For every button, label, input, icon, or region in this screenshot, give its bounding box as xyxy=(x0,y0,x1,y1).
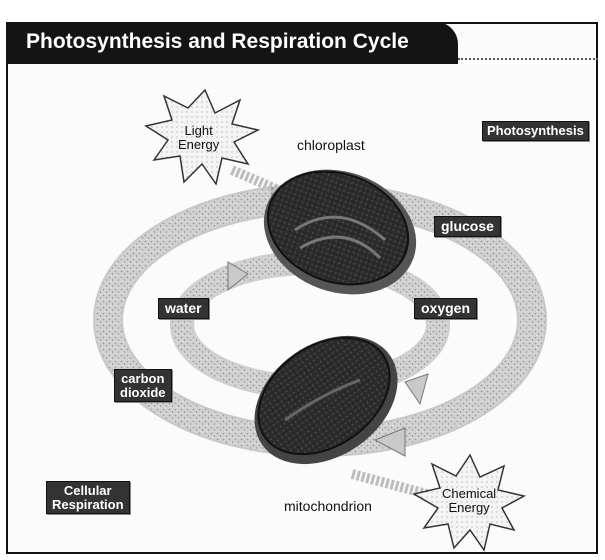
cellular-respiration-label: Cellular Respiration xyxy=(46,481,130,514)
carbon-dioxide-line-1: carbon xyxy=(120,372,166,386)
glucose-label: glucose xyxy=(434,216,501,237)
chloroplast-label: chloroplast xyxy=(297,137,365,153)
cellular-respiration-line-1: Cellular xyxy=(52,484,124,498)
photosynthesis-label: Photosynthesis xyxy=(482,121,589,141)
mitochondrion-organelle xyxy=(230,309,422,490)
mitochondrion-label: mitochondrion xyxy=(284,498,372,514)
chemical-energy-line-2: Energy xyxy=(442,501,496,515)
light-energy-line-2: Energy xyxy=(178,138,219,152)
chemical-energy-label: Chemical Energy xyxy=(442,487,496,514)
carbon-dioxide-line-2: dioxide xyxy=(120,386,166,400)
light-energy-label: Light Energy xyxy=(178,124,219,151)
carbon-dioxide-label: carbon dioxide xyxy=(114,369,172,402)
light-energy-line-1: Light xyxy=(178,124,219,138)
oxygen-label: oxygen xyxy=(414,298,477,319)
cellular-respiration-line-2: Respiration xyxy=(52,498,124,512)
water-label: water xyxy=(158,298,209,319)
chemical-energy-line-1: Chemical xyxy=(442,487,496,501)
